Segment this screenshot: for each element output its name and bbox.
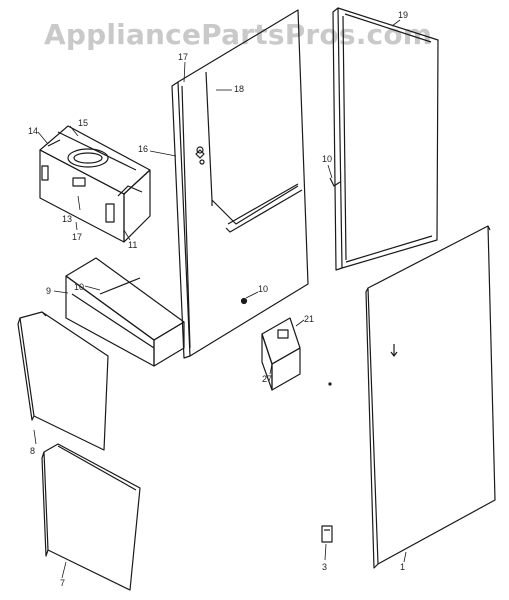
callout-27: 27	[262, 374, 272, 384]
callout-10-side: 10	[322, 154, 332, 164]
center-cabinet-panel	[171, 9, 309, 359]
callout-21: 21	[304, 314, 314, 324]
callout-16: 16	[138, 144, 148, 154]
callout-3: 3	[322, 562, 327, 572]
access-panel-8	[17, 311, 109, 451]
stray-dot	[328, 382, 332, 386]
screw-parts-10	[240, 177, 341, 305]
drain-pan-9	[65, 257, 185, 367]
blower-housing-assembly	[39, 125, 151, 243]
callout-15: 15	[78, 118, 88, 128]
callout-17-panel: 17	[178, 52, 188, 62]
callout-19: 19	[398, 10, 408, 20]
callout-13: 13	[62, 214, 72, 224]
leader-lines	[33, 19, 407, 579]
side-panel-19	[332, 7, 439, 271]
front-door-1	[365, 225, 496, 569]
callout-labels: 1 3 7 8 9 10 10 10 11 13 14 15 16 17 17 …	[28, 10, 408, 588]
clip-part-3	[321, 525, 333, 543]
callout-17-blower: 17	[72, 232, 82, 242]
callout-8: 8	[30, 446, 35, 456]
callout-9: 9	[46, 286, 51, 296]
callout-1: 1	[400, 562, 405, 572]
callout-14: 14	[28, 126, 38, 136]
access-panel-7	[41, 443, 141, 591]
callout-7: 7	[60, 578, 65, 588]
junction-box-21	[261, 317, 301, 391]
callout-18: 18	[234, 84, 244, 94]
callout-11: 11	[128, 240, 137, 250]
callout-10-pan: 10	[74, 282, 84, 292]
callout-10-screw: 10	[258, 284, 268, 294]
